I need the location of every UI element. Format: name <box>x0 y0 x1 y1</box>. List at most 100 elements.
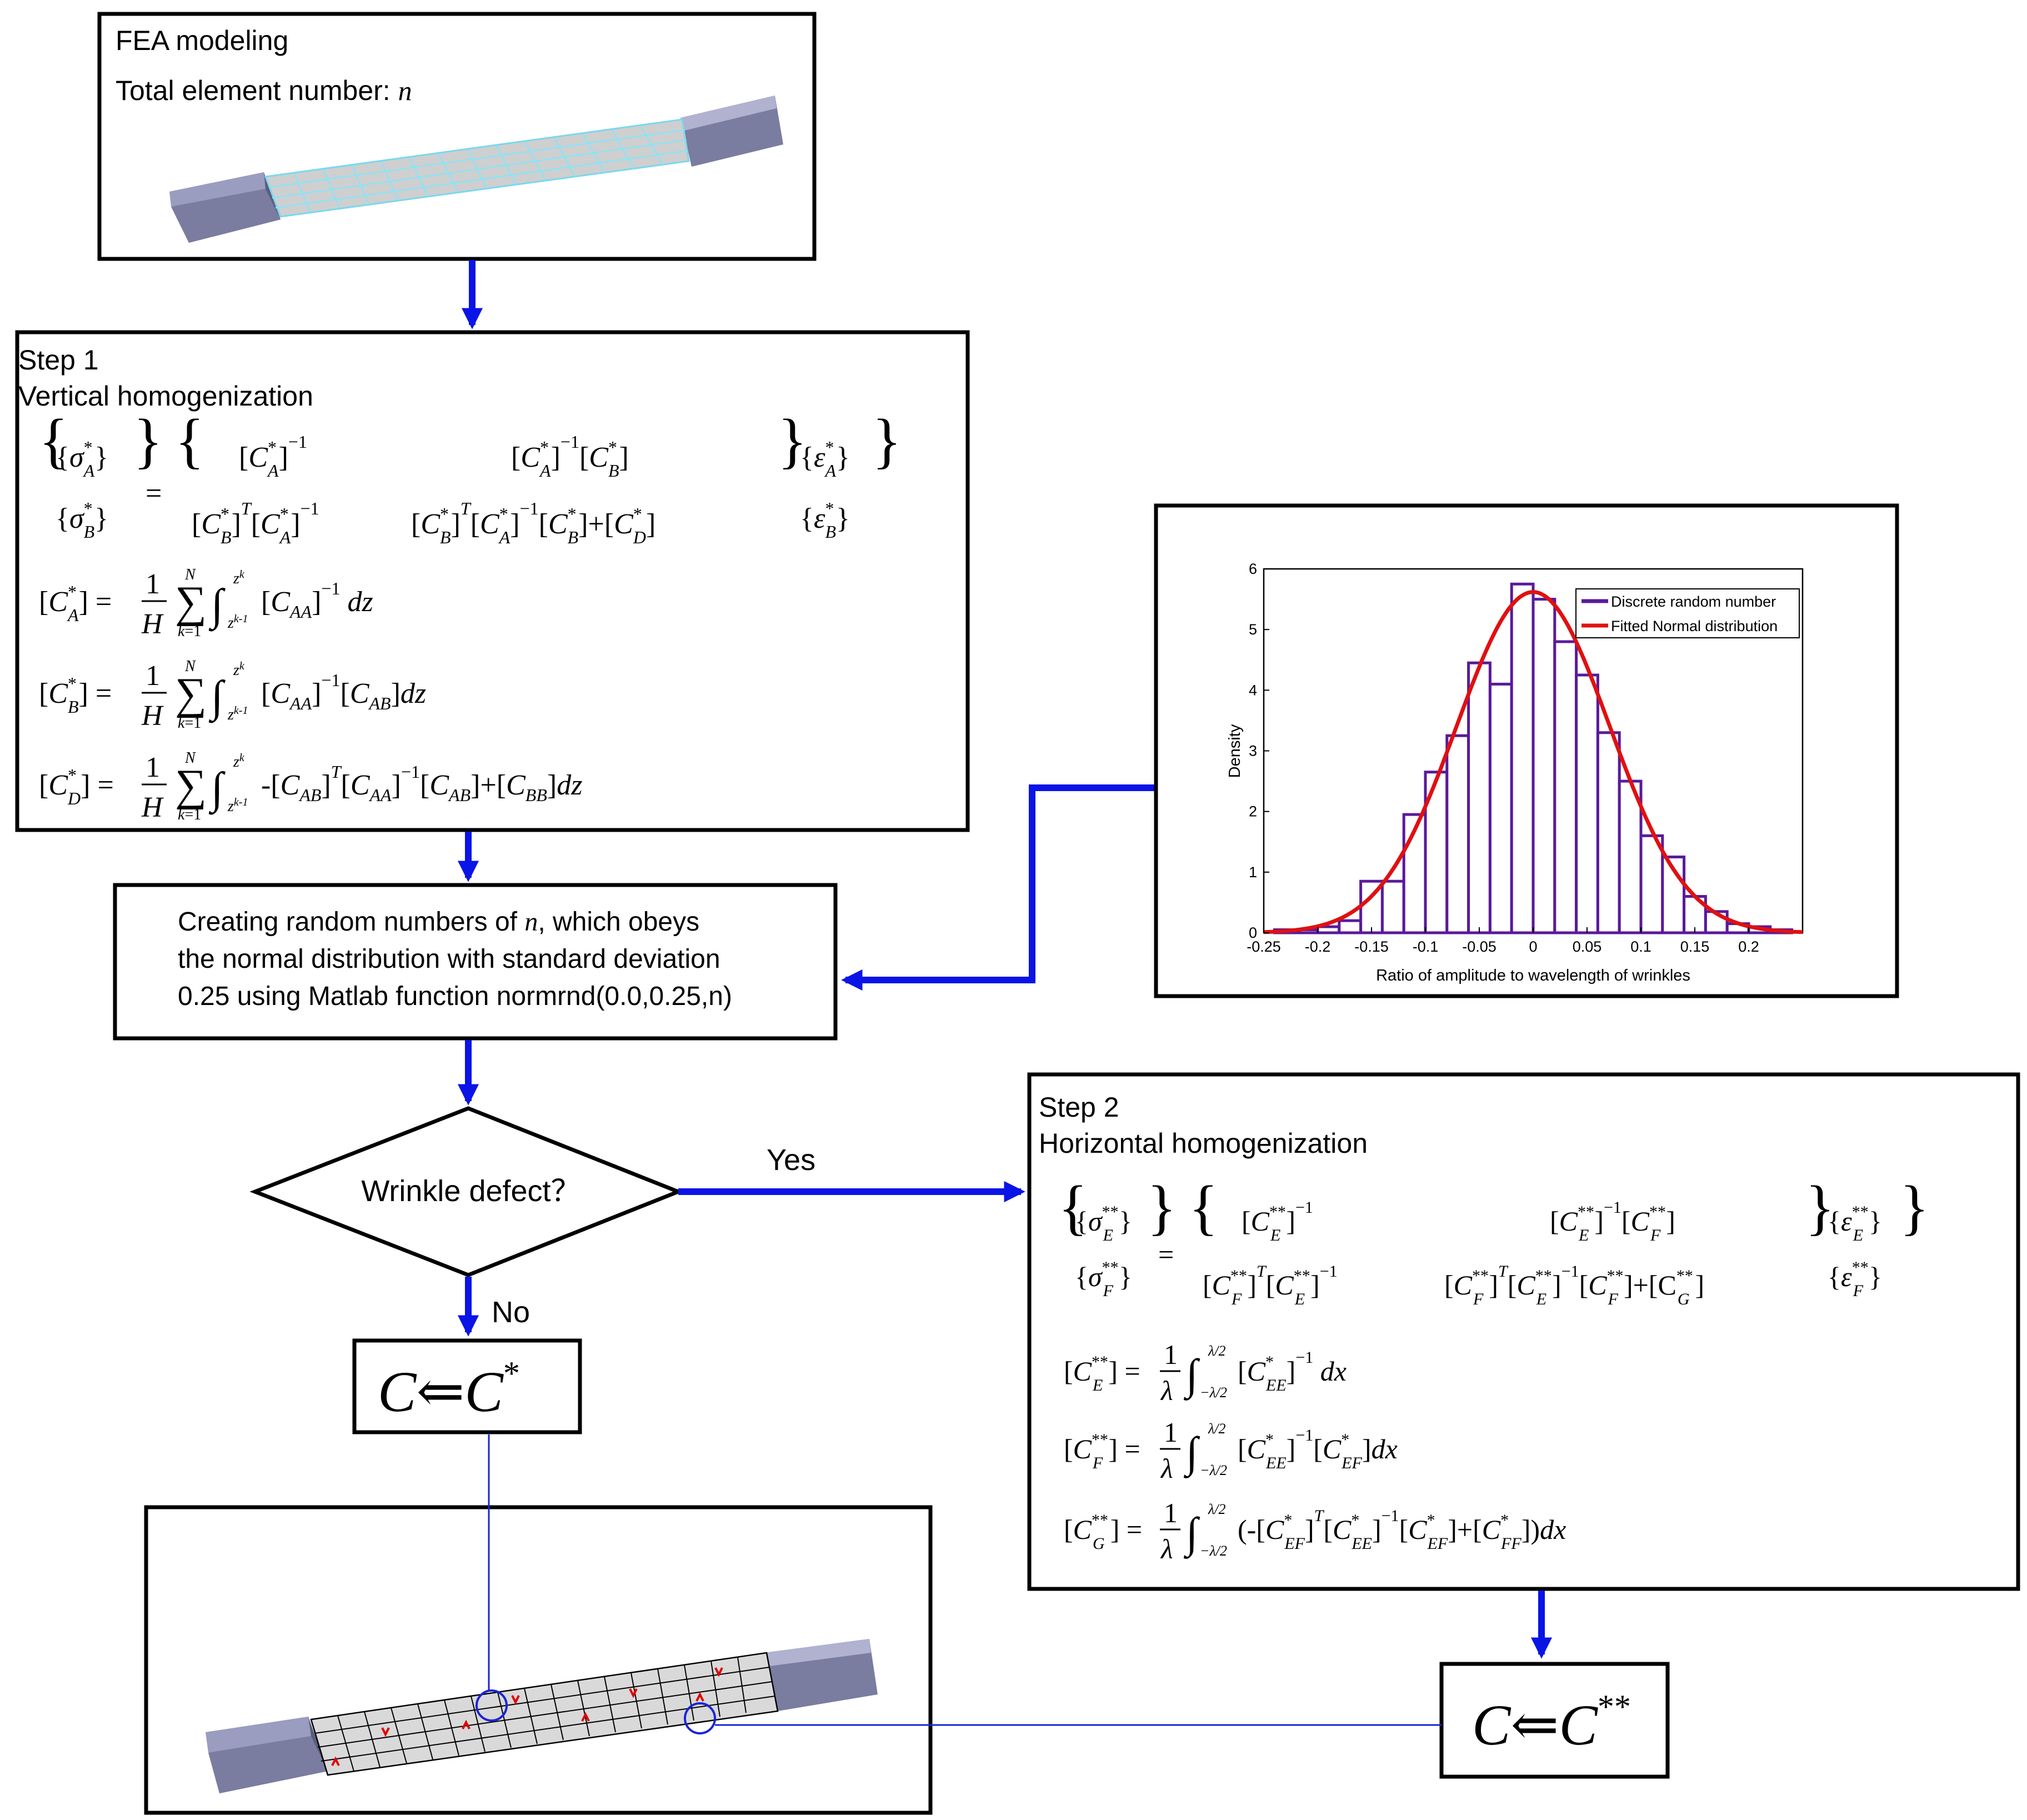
random-numbers-box: Creating random numbers of n, which obey… <box>113 883 838 1041</box>
svg-text:−λ/2: −λ/2 <box>1200 1462 1227 1478</box>
step2-subtitle: Horizontal homogenization <box>1039 1128 1368 1159</box>
fitted-normal-curve <box>1263 590 1803 934</box>
svg-text:λ/2: λ/2 <box>1208 1343 1225 1359</box>
decision-label: Wrinkle defect？ <box>361 1174 580 1208</box>
step1-subtitle: Vertical homogenization <box>18 381 313 412</box>
result-star-box: C⇐C* <box>352 1338 582 1434</box>
step1-title: Step 1 <box>18 344 99 376</box>
x-tick-label: 0 <box>1529 938 1537 955</box>
svg-text:1: 1 <box>146 660 160 692</box>
svg-text:λ: λ <box>1160 1453 1173 1484</box>
svg-text:1: 1 <box>1164 1497 1178 1528</box>
histogram-bar <box>1445 734 1470 934</box>
yes-label: Yes <box>767 1143 815 1177</box>
highlight-circle-right <box>684 1702 716 1734</box>
result-star-formula: C⇐C* <box>378 1355 520 1424</box>
svg-text:∫: ∫ <box>208 672 226 723</box>
svg-text:=: = <box>1158 1239 1174 1270</box>
y-tick-label: 2 <box>1249 803 1257 820</box>
svg-text:∫: ∫ <box>1183 1350 1200 1401</box>
histogram-bar <box>1575 673 1599 934</box>
random-box-frame <box>113 883 838 1041</box>
svg-text:∫: ∫ <box>208 581 226 632</box>
svg-text:∫: ∫ <box>208 764 226 815</box>
x-tick-label: 0.2 <box>1738 938 1759 955</box>
svg-text:{: { <box>39 407 68 474</box>
y-tick-label: 4 <box>1249 682 1257 698</box>
histogram-bars <box>1273 582 1794 934</box>
svg-text:k=1: k=1 <box>178 714 201 732</box>
legend-label-fitted: Fitted Normal distribution <box>1611 618 1778 634</box>
fea-modeling-box: FEA modeling Total element number: n <box>97 12 817 261</box>
svg-text:N: N <box>184 658 196 675</box>
svg-text:}: } <box>872 407 902 474</box>
decision-node: Wrinkle defect？ <box>249 1106 684 1277</box>
svg-text:−λ/2: −λ/2 <box>1200 1384 1227 1401</box>
svg-text:∫: ∫ <box>1183 1428 1200 1478</box>
fea-box-subtitle: Total element number: n <box>116 75 412 106</box>
histogram-bar <box>1596 731 1621 934</box>
histogram-bar <box>1639 834 1664 934</box>
histogram-bar <box>1510 582 1535 934</box>
specimen-model-top <box>169 96 783 243</box>
svg-text:}: } <box>1900 1173 1929 1241</box>
svg-text:[C*D] =: [C*D] = <box>39 765 114 808</box>
x-tick-label: -0.05 <box>1462 938 1497 955</box>
x-tick-label: 0.05 <box>1573 938 1602 955</box>
histogram-bar <box>1380 879 1405 934</box>
step2-box: Step 2 Horizontal homogenization { {σ**E… <box>1027 1072 2020 1591</box>
svg-text:}: } <box>1147 1173 1177 1241</box>
svg-text:}: } <box>778 407 807 474</box>
y-tick-label: 0 <box>1249 924 1257 941</box>
arrow-histogram-to-random <box>841 784 1160 991</box>
histogram-bar <box>1338 919 1363 934</box>
y-tick-label: 1 <box>1249 864 1257 881</box>
x-axis-label: Ratio of amplitude to wavelength of wrin… <box>1376 967 1690 984</box>
svg-text:k=1: k=1 <box>178 623 201 640</box>
legend-label-discrete: Discrete random number <box>1611 593 1776 610</box>
y-tick-label: 5 <box>1249 621 1257 638</box>
legend-box <box>1575 588 1800 638</box>
svg-text:{: { <box>1189 1173 1218 1241</box>
fea-box-title: FEA modeling <box>116 25 288 56</box>
svg-text:∑: ∑ <box>175 669 207 718</box>
result-star-frame <box>352 1338 582 1434</box>
svg-text:=: = <box>146 478 162 509</box>
specimen-model-bottom <box>206 1639 878 1793</box>
svg-text:}: } <box>133 407 163 474</box>
svg-text:H: H <box>141 608 164 640</box>
svg-text:λ/2: λ/2 <box>1208 1421 1225 1437</box>
svg-text:H: H <box>141 700 164 732</box>
wrinkled-specimen-box <box>144 1505 933 1815</box>
svg-text:λ/2: λ/2 <box>1208 1501 1225 1517</box>
step2-frame <box>1027 1072 2020 1591</box>
x-tick-label: -0.2 <box>1305 938 1331 955</box>
histogram-bar <box>1618 779 1643 934</box>
svg-text:λ: λ <box>1160 1533 1173 1564</box>
svg-text:{: { <box>175 407 204 474</box>
histogram-bar <box>1553 640 1578 934</box>
svg-text:1: 1 <box>1164 1417 1178 1448</box>
y-tick-label: 6 <box>1249 561 1257 577</box>
histogram-bar <box>1316 925 1341 934</box>
result-double-star-box: C⇐C** <box>1439 1662 1670 1779</box>
no-label: No <box>492 1296 530 1329</box>
step1-box: Step 1 Vertical homogenization { {σ*A} {… <box>15 330 970 832</box>
x-tick-label: -0.15 <box>1354 938 1389 955</box>
svg-text:H: H <box>141 792 164 823</box>
wrinkle-markers <box>331 1667 723 1766</box>
x-tick-label: 0.1 <box>1630 938 1651 955</box>
y-axis-label: Density <box>1226 724 1244 778</box>
random-box-line2: the normal distribution with standard de… <box>178 944 720 974</box>
svg-text:1: 1 <box>1164 1339 1178 1370</box>
svg-text:∫: ∫ <box>1183 1508 1200 1559</box>
result-double-star-frame <box>1439 1662 1670 1779</box>
svg-text:}: } <box>1805 1173 1835 1241</box>
step2-title: Step 2 <box>1039 1092 1119 1123</box>
result-double-star-formula: C⇐C** <box>1472 1688 1631 1757</box>
